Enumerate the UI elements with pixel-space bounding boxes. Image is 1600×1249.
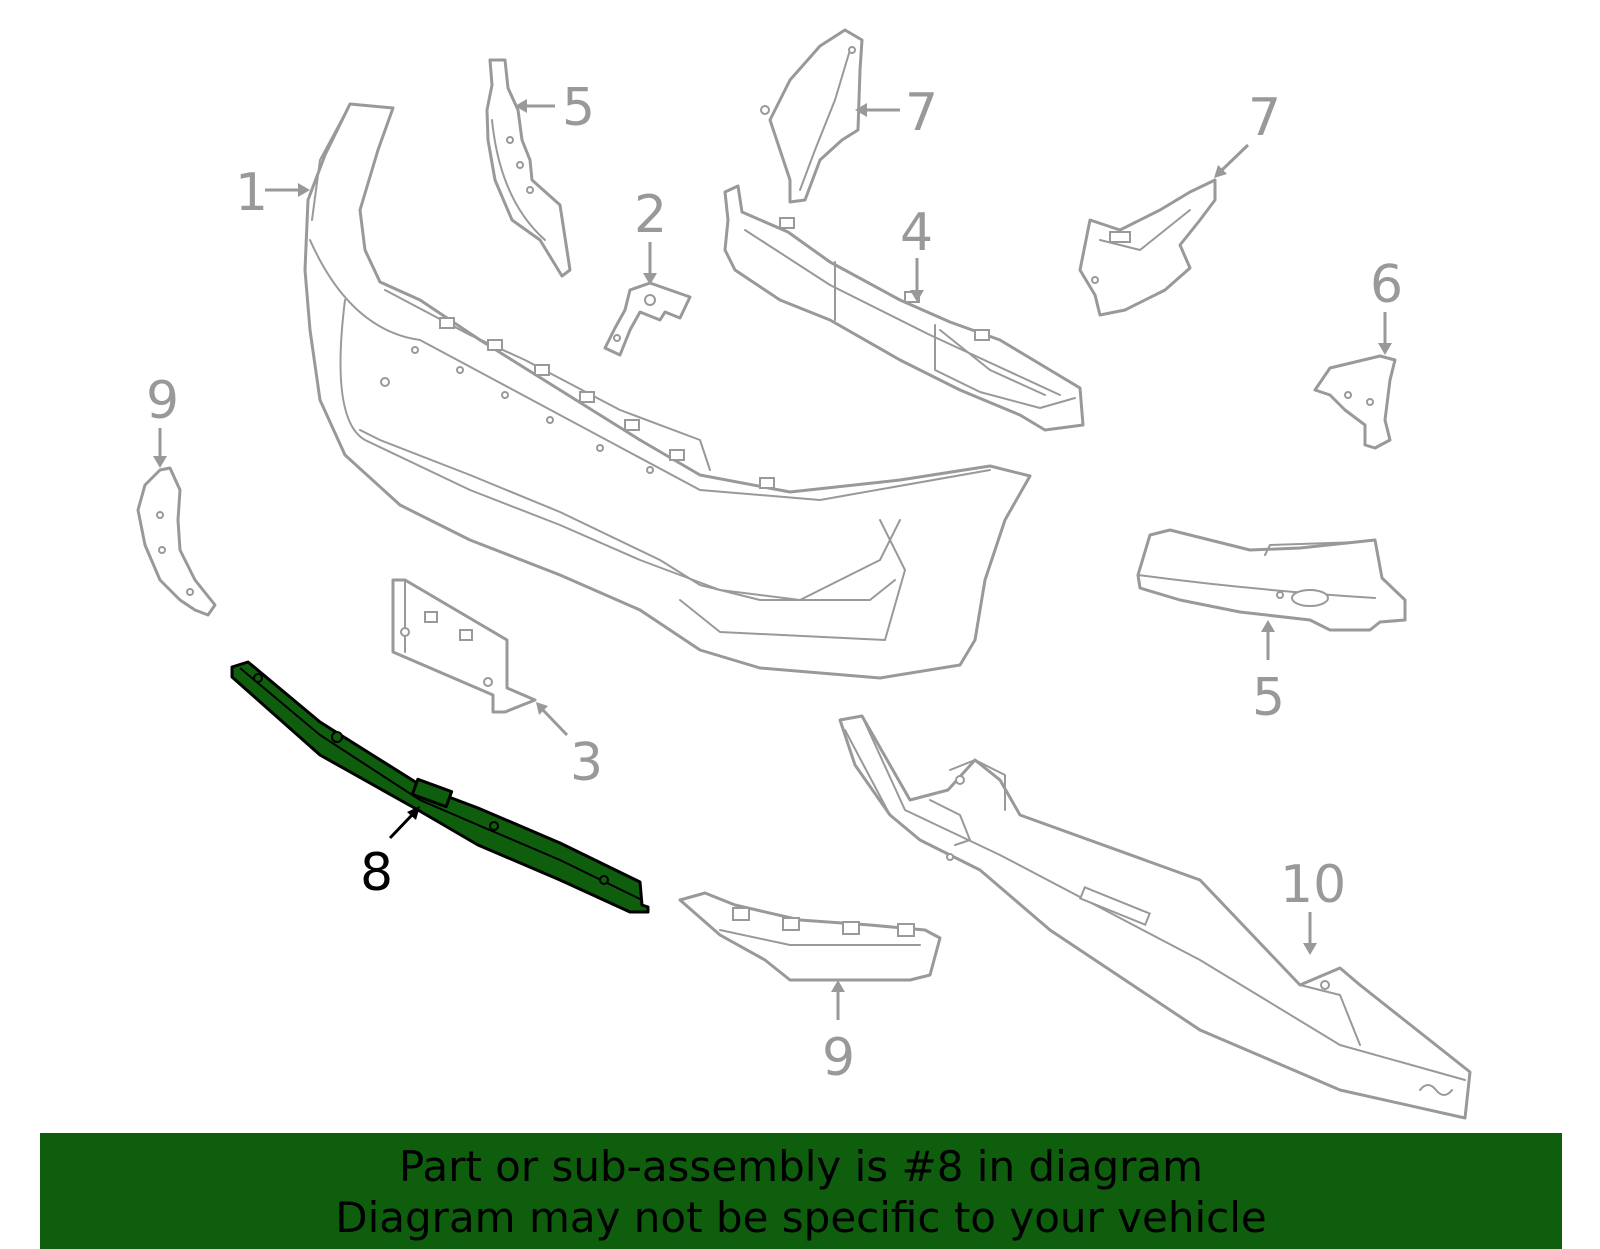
callout-7-upper-label: 7 — [905, 83, 938, 143]
callout-6: 6 — [1370, 255, 1403, 355]
part-7-deflector-upper — [760, 28, 864, 204]
part-3-license-bracket — [391, 578, 537, 714]
part-6-bracket — [1313, 354, 1397, 450]
callout-5-lower: 5 — [1252, 620, 1285, 728]
callout-4-label: 4 — [900, 203, 933, 263]
callout-3: 3 — [536, 702, 603, 793]
callout-9-lower: 9 — [822, 980, 855, 1088]
callout-5-upper-label: 5 — [562, 78, 595, 138]
part-4-reinforcement — [723, 184, 1085, 432]
part-2-bracket — [603, 281, 692, 357]
callout-1: 1 — [235, 163, 310, 223]
callout-6-label: 6 — [1370, 255, 1403, 315]
callout-5-upper: 5 — [515, 78, 595, 138]
callout-2-label: 2 — [634, 185, 667, 245]
info-banner: Part or sub-assembly is #8 in diagram Di… — [40, 1133, 1562, 1249]
callout-9-left: 9 — [146, 371, 179, 468]
part-5-upper-bracket — [485, 58, 572, 278]
part-9-bracket-left — [136, 466, 217, 617]
callout-7-right: 7 — [1214, 88, 1281, 178]
callout-3-label: 3 — [570, 733, 603, 793]
part-9-trim-lower — [678, 891, 942, 982]
callout-9-lower-label: 9 — [822, 1028, 855, 1088]
callout-7-upper: 7 — [855, 83, 938, 143]
callout-10-label: 10 — [1280, 855, 1346, 915]
part-8-lower-strip-highlighted — [230, 660, 650, 914]
callout-7-right-label: 7 — [1248, 88, 1281, 148]
banner-line-2: Diagram may not be specific to your vehi… — [335, 1193, 1267, 1242]
banner-line-1: Part or sub-assembly is #8 in diagram — [398, 1142, 1204, 1191]
part-5-lower-bracket — [1136, 528, 1407, 632]
callout-9-left-label: 9 — [146, 371, 179, 431]
part-7-bracket-right — [1078, 178, 1217, 317]
part-10-bumper-beam — [838, 714, 1472, 1120]
callout-1-label: 1 — [235, 163, 268, 223]
callout-5-lower-label: 5 — [1252, 668, 1285, 728]
callout-8[interactable]: 8 — [360, 806, 420, 903]
callout-10: 10 — [1280, 855, 1346, 955]
callout-8-label: 8 — [360, 843, 393, 903]
callout-4: 4 — [900, 203, 933, 302]
part-1-bumper-cover — [303, 102, 1032, 680]
callout-2: 2 — [634, 185, 667, 285]
